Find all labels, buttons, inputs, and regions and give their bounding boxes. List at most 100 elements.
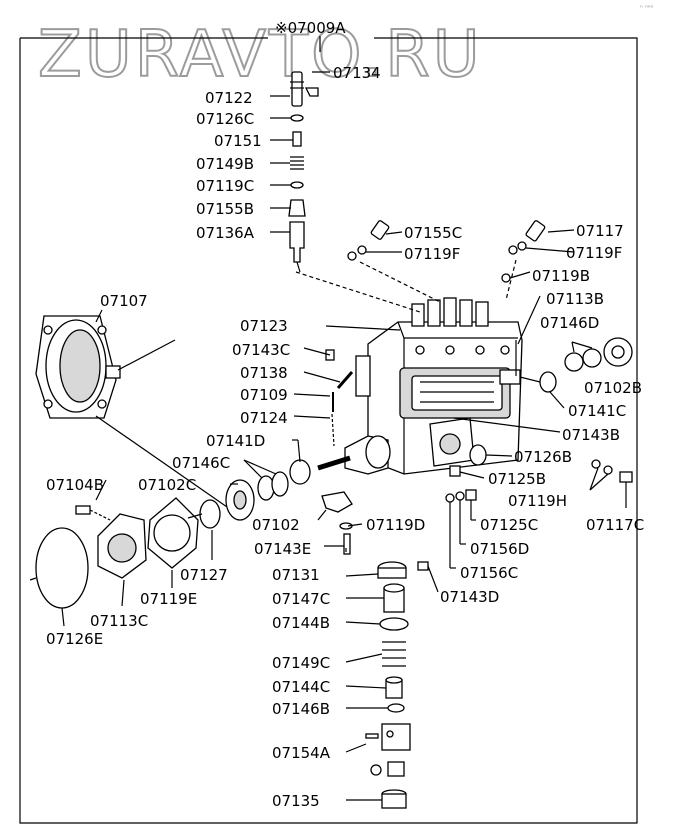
label-07113C: 07113C [90, 612, 148, 630]
diagram-frame [19, 37, 638, 824]
label-07143E: 07143E [254, 540, 311, 558]
part-07126C [290, 114, 304, 122]
label-07155B: 07155B [196, 200, 254, 218]
part-07146B [387, 703, 405, 713]
label-07156D: 07156D [470, 540, 529, 558]
label-07123: 07123 [240, 317, 288, 335]
part-07143D [417, 561, 429, 571]
label-07146D: 07146D [540, 314, 599, 332]
part-07141C [539, 371, 557, 393]
label-07144B: 07144B [272, 614, 330, 632]
part-07125C [465, 489, 477, 501]
part-07126B [469, 444, 487, 466]
label-07104B: 07104B [46, 476, 104, 494]
label-07141C: 07141C [568, 402, 626, 420]
part-07151 [292, 131, 302, 147]
part-07113C [97, 513, 147, 579]
delivery-valve-stack [288, 71, 319, 273]
label-07156C: 07156C [460, 564, 518, 582]
label-07125C: 07125C [480, 516, 538, 534]
label-07135: 07135 [272, 792, 320, 810]
label-07146C: 07146C [172, 454, 230, 472]
part-07156C [445, 493, 455, 503]
part-07127 [199, 499, 221, 529]
part-07102-lever [321, 491, 353, 513]
label-07107: 07107 [100, 292, 148, 310]
label-07134: 07134 [333, 64, 381, 82]
part-07156D [455, 491, 465, 501]
part-07122 [291, 71, 303, 107]
label-07141D: 07141D [206, 432, 265, 450]
label-07138: 07138 [240, 364, 288, 382]
part-07143E [343, 533, 351, 555]
label-07102C: 07102C [138, 476, 196, 494]
header-label: ※07009A [275, 19, 346, 37]
part-07155C [370, 220, 390, 240]
label-07102B: 07102B [584, 379, 642, 397]
label-07143C: 07143C [232, 341, 290, 359]
part-07119F-b [508, 245, 518, 255]
part-07104B [75, 505, 91, 515]
corner-mark: ⁿ ⁿⁿⁿ [640, 4, 654, 12]
label-07144C: 07144C [272, 678, 330, 696]
label-07119F-left: 07119F [404, 245, 460, 263]
part-07107-cover [35, 315, 121, 419]
label-07126C: 07126C [196, 110, 254, 128]
label-07122: 07122 [205, 89, 253, 107]
part-07147C [383, 583, 405, 613]
part-07149C [382, 641, 406, 667]
label-07127: 07127 [180, 566, 228, 584]
label-07143B: 07143B [562, 426, 620, 444]
label-07126B: 07126B [514, 448, 572, 466]
part-07117 [525, 220, 546, 242]
leader-07136A [295, 271, 421, 313]
label-07146B: 07146B [272, 700, 330, 718]
label-07119E: 07119E [140, 590, 197, 608]
label-07155C: 07155C [404, 224, 462, 242]
part-07138 [336, 371, 354, 389]
label-07117C: 07117C [586, 516, 644, 534]
label-07149C: 07149C [272, 654, 330, 672]
label-07125B: 07125B [488, 470, 546, 488]
part-07149B [290, 156, 304, 170]
part-07119C [290, 181, 304, 189]
label-07147C: 07147C [272, 590, 330, 608]
part-07134 [304, 87, 319, 97]
label-07119C: 07119C [196, 177, 254, 195]
label-07131: 07131 [272, 566, 320, 584]
label-07102: 07102 [252, 516, 300, 534]
part-07124 [331, 413, 335, 447]
part-07119H-a [591, 459, 601, 469]
label-07109: 07109 [240, 386, 288, 404]
part-07144B [379, 617, 409, 631]
part-07154A [365, 723, 411, 777]
watermark-text: ZURAVTO.RU [38, 18, 483, 92]
label-07151: 07151 [214, 132, 262, 150]
label-07149B: 07149B [196, 155, 254, 173]
label-07119B: 07119B [532, 267, 590, 285]
part-07126E [35, 527, 89, 609]
part-07125B [449, 465, 461, 477]
label-07113B: 07113B [546, 290, 604, 308]
pump-housing [317, 297, 523, 475]
label-07119D: 07119D [366, 516, 425, 534]
label-07154A: 07154A [272, 744, 331, 762]
label-07124: 07124 [240, 409, 288, 427]
label-07136A: 07136A [196, 224, 255, 242]
label-07119F-right: 07119F [566, 244, 622, 262]
part-07144C [385, 676, 403, 699]
part-07146C-a [257, 475, 275, 501]
part-07131 [377, 561, 407, 579]
part-07141D [289, 459, 311, 485]
label-07126E: 07126E [46, 630, 103, 648]
part-07136A [289, 221, 305, 263]
part-07119E [147, 497, 199, 569]
part-07119F-a [347, 251, 357, 261]
part-07146D-a [564, 352, 584, 372]
part-07155B [288, 199, 306, 217]
label-07117: 07117 [576, 222, 624, 240]
part-07135 [381, 789, 407, 809]
part-07119B [501, 273, 511, 283]
